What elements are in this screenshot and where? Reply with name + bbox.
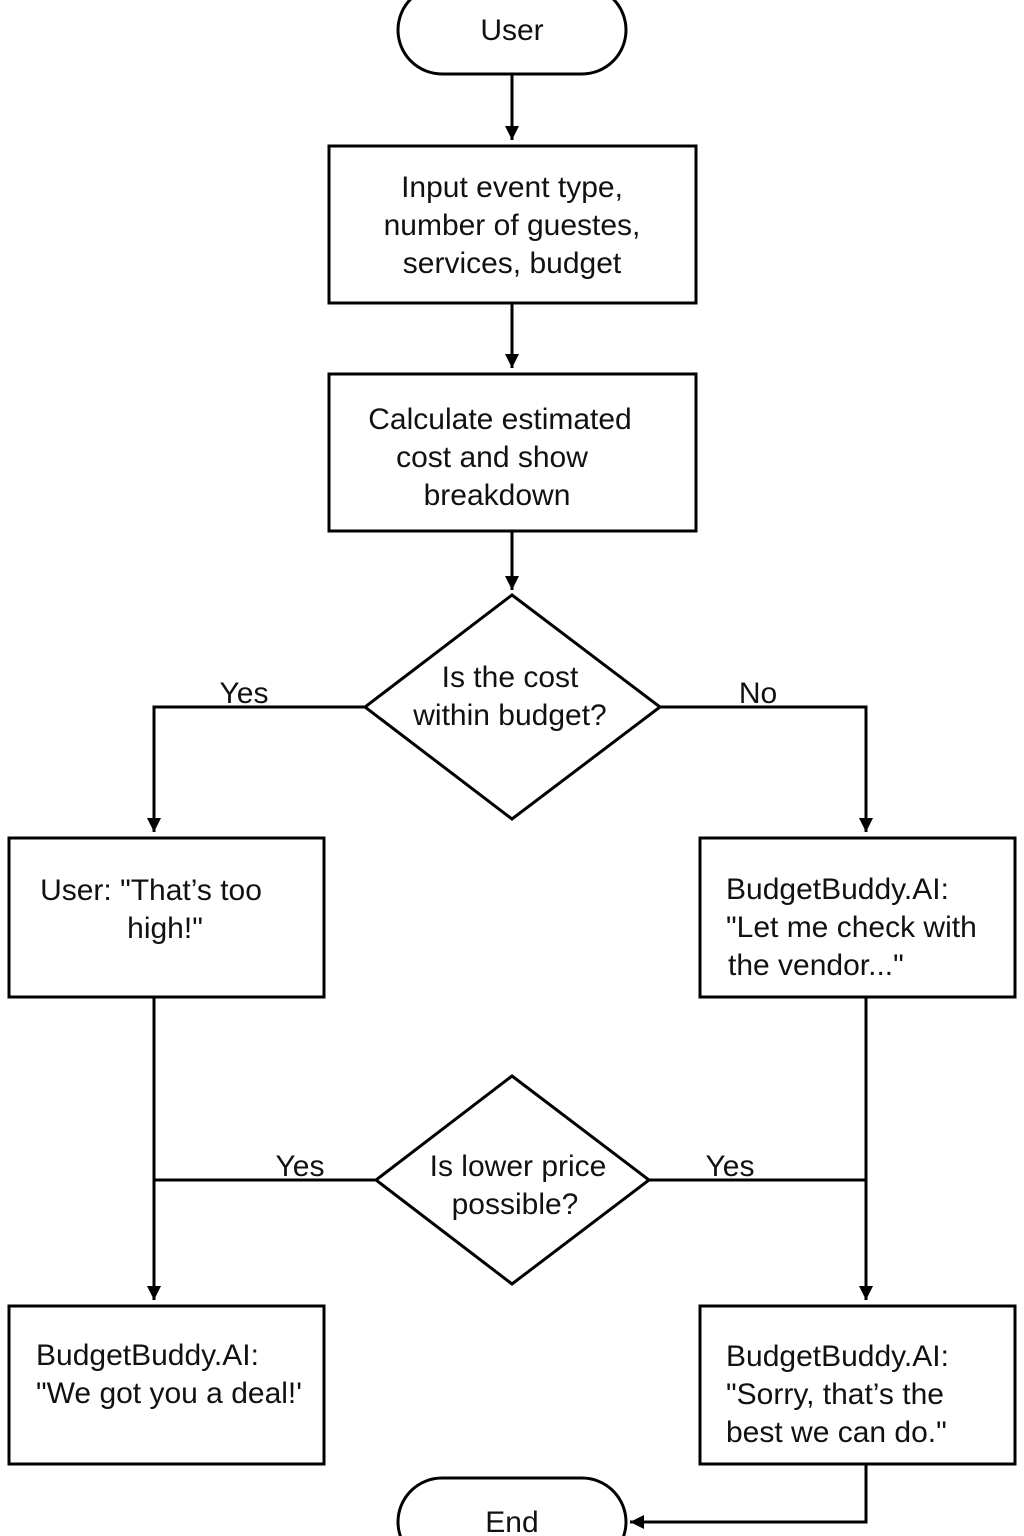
node-decision-budget: Is the cost within budget?: [362, 593, 663, 821]
node-decision-lower: Is lower price possible?: [373, 1074, 652, 1286]
node-start: User: [396, 0, 628, 76]
edge-label-lower-yes-right: Yes: [706, 1150, 755, 1183]
edge-sorry-to-end: [630, 1464, 868, 1529]
node-deal-line-2: "We got you a deal!': [36, 1377, 302, 1410]
node-user-too-high-line-1: User: "That’s too: [40, 874, 262, 907]
node-decision-lower-line-1: Is lower price: [430, 1150, 607, 1183]
node-user-too-high-line-2: high!": [127, 912, 203, 945]
node-calculate-line-2: cost and show: [396, 441, 588, 474]
edge-label-budget-yes: Yes: [220, 677, 269, 710]
node-end: End: [396, 1476, 628, 1536]
node-check-vendor-line-1: BudgetBuddy.AI:: [726, 873, 949, 906]
node-deal-line-1: BudgetBuddy.AI:: [36, 1339, 259, 1372]
node-check-vendor-line-2: "Let me check with: [726, 911, 977, 944]
node-end-label: End: [485, 1506, 538, 1536]
node-check-vendor: BudgetBuddy.AI: "Let me check with the v…: [698, 836, 1017, 999]
node-sorry-line-3: best we can do.": [726, 1416, 947, 1449]
node-deal: BudgetBuddy.AI: "We got you a deal!': [7, 1304, 326, 1466]
node-input: Input event type, number of guestes, ser…: [327, 144, 698, 305]
node-decision-budget-line-1: Is the cost: [442, 661, 579, 694]
node-user-too-high: User: "That’s too high!": [7, 836, 326, 999]
node-sorry-line-1: BudgetBuddy.AI:: [726, 1340, 949, 1373]
node-decision-budget-line-2: within budget?: [412, 699, 606, 732]
node-calculate-line-1: Calculate estimated: [368, 403, 631, 436]
node-input-line-1: Input event type,: [401, 171, 623, 204]
node-decision-lower-line-2: possible?: [452, 1188, 579, 1221]
node-sorry-line-2: "Sorry, that’s the: [726, 1378, 944, 1411]
node-calculate-line-3: breakdown: [424, 479, 571, 512]
edge-label-budget-no: No: [739, 677, 777, 710]
node-start-label: User: [480, 14, 543, 47]
edge-label-lower-yes-left: Yes: [276, 1150, 325, 1183]
node-input-line-3: services, budget: [403, 247, 622, 280]
connectors: [147, 74, 873, 1529]
node-check-vendor-line-3: the vendor...": [728, 949, 904, 982]
node-sorry: BudgetBuddy.AI: "Sorry, that’s the best …: [698, 1304, 1017, 1466]
edge-budget-no: [660, 705, 873, 832]
node-calculate: Calculate estimated cost and show breakd…: [327, 372, 698, 533]
node-input-line-2: number of guestes,: [384, 209, 641, 242]
edge-budget-yes: [147, 705, 365, 832]
